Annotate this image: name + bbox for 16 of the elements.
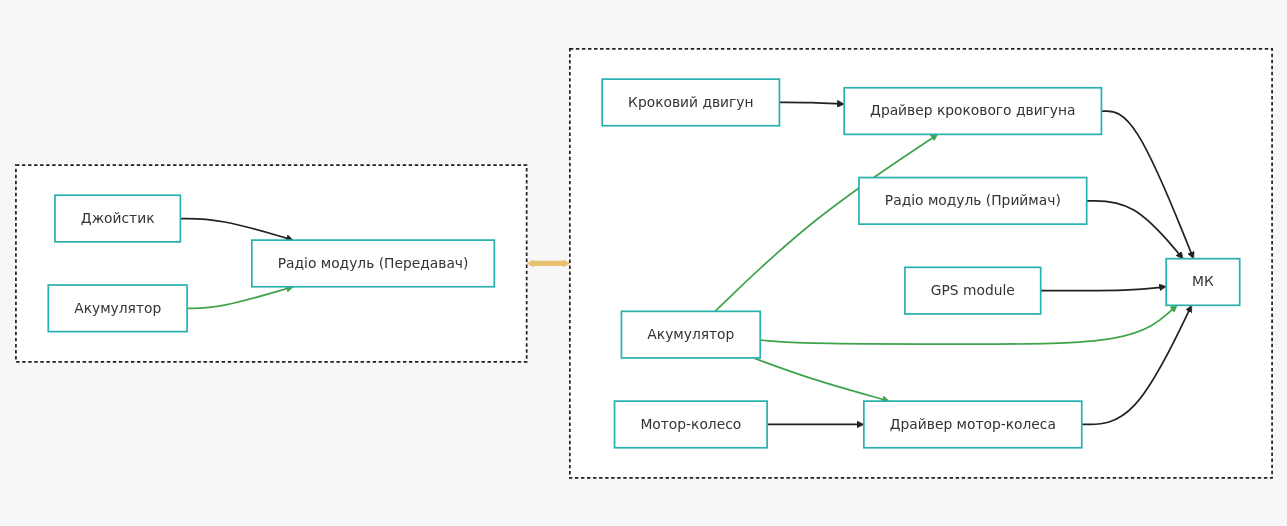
node-box [53, 193, 181, 243]
node-box [600, 77, 780, 127]
node-box [857, 176, 1088, 225]
cluster [14, 163, 528, 363]
node-box [903, 266, 1042, 315]
cluster [568, 47, 1273, 479]
node-box [842, 86, 1102, 135]
arrow [1100, 109, 1194, 259]
node-box [46, 283, 188, 333]
node-box [862, 399, 1083, 449]
node-box [613, 399, 768, 449]
arrow [526, 259, 570, 267]
arrow [713, 133, 938, 312]
node-box [250, 238, 495, 288]
node-box [1164, 257, 1241, 306]
node-box [620, 310, 761, 359]
